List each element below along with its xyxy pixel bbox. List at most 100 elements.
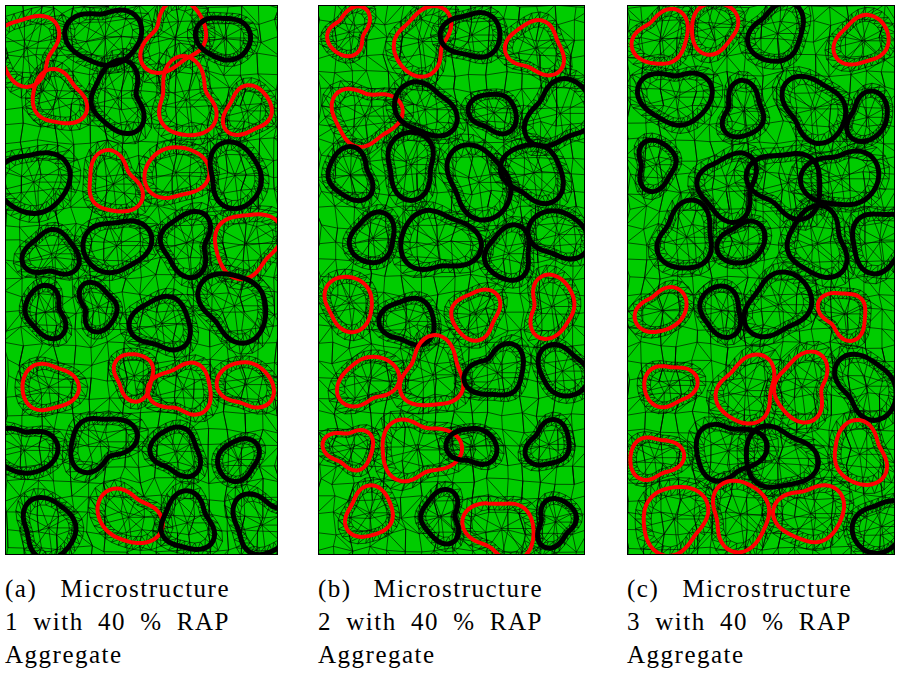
rap-aggregate	[644, 366, 697, 407]
virgin-aggregate	[847, 91, 888, 142]
virgin-aggregate	[210, 142, 261, 209]
rap-aggregate	[383, 420, 462, 482]
virgin-aggregate	[129, 296, 190, 350]
rap-aggregate	[159, 56, 217, 135]
rap-aggregate	[635, 287, 687, 332]
rap-aggregate	[337, 357, 400, 407]
virgin-aggregate	[401, 210, 482, 269]
virgin-aggregate	[349, 212, 394, 263]
virgin-aggregate	[696, 424, 767, 481]
virgin-aggregate	[722, 80, 764, 137]
rap-aggregate	[90, 150, 143, 211]
rap-aggregate	[773, 485, 844, 542]
rap-aggregate	[505, 20, 564, 75]
subfigure-caption: (a) Microstructure 1 with 40 % RAP Aggre…	[5, 572, 230, 671]
rap-aggregate	[713, 481, 769, 553]
virgin-aggregate	[852, 501, 895, 554]
rap-aggregate	[630, 437, 684, 480]
virgin-aggregate	[538, 344, 585, 396]
virgin-aggregate	[484, 225, 529, 281]
virgin-aggregate	[787, 205, 847, 277]
fe-mesh	[627, 5, 895, 555]
virgin-aggregate	[83, 221, 152, 273]
rap-aggregate	[774, 352, 828, 423]
virgin-aggregate	[744, 272, 812, 337]
virgin-aggregate	[468, 94, 516, 134]
panel-border	[628, 6, 895, 555]
virgin-aggregate	[79, 282, 117, 332]
virgin-aggregate	[65, 10, 142, 65]
virgin-aggregate	[25, 285, 66, 339]
virgin-aggregate	[746, 426, 818, 488]
rap-aggregate	[462, 503, 533, 555]
virgin-aggregate	[71, 418, 138, 472]
rap-aggregate	[835, 420, 887, 485]
rap-aggregate	[530, 275, 574, 339]
rap-aggregate	[325, 277, 372, 333]
virgin-aggregate	[500, 145, 563, 204]
virgin-aggregate	[538, 499, 577, 549]
rap-aggregate	[98, 489, 163, 544]
fe-mesh	[318, 5, 585, 555]
virgin-aggregate	[835, 354, 895, 420]
rap-aggregate	[33, 69, 88, 123]
mesh-panel	[627, 5, 895, 555]
rap-aggregate	[451, 290, 500, 341]
virgin-aggregate	[446, 428, 497, 464]
rap-aggregate	[322, 430, 373, 470]
virgin-aggregate	[717, 221, 765, 263]
rap-aggregate	[833, 15, 888, 65]
virgin-aggregate	[657, 200, 712, 268]
subfigure-caption: (b) Microstructure 2 with 40 % RAP Aggre…	[318, 572, 543, 671]
rap-aggregate	[327, 6, 370, 56]
rap-aggregate	[217, 362, 274, 407]
virgin-aggregate	[150, 427, 201, 477]
rap-aggregate	[147, 363, 210, 415]
rap-aggregate	[345, 485, 393, 537]
virgin-aggregate	[524, 78, 585, 146]
virgin-aggregate	[218, 439, 260, 482]
virgin-aggregate	[800, 151, 878, 205]
rap-aggregate	[144, 147, 209, 198]
virgin-aggregate	[525, 419, 569, 465]
virgin-aggregate	[5, 153, 70, 214]
rap-aggregate	[223, 85, 272, 135]
virgin-aggregate	[233, 494, 278, 555]
rap-aggregate	[818, 293, 866, 341]
rap-aggregate	[631, 9, 687, 64]
rap-aggregate	[215, 214, 278, 279]
rap-aggregate	[400, 335, 464, 405]
virgin-aggregate	[853, 214, 895, 274]
virgin-aggregate	[161, 491, 215, 550]
subfigure-caption: (c) Microstructure 3 with 40 % RAP Aggre…	[627, 572, 852, 671]
virgin-aggregate	[388, 132, 433, 200]
virgin-aggregate	[195, 18, 250, 60]
rap-aggregate	[716, 354, 775, 423]
panel-border	[319, 6, 585, 555]
virgin-aggregate	[782, 76, 846, 143]
rap-aggregate	[22, 364, 79, 411]
virgin-aggregate	[23, 497, 76, 555]
virgin-aggregate	[421, 489, 459, 544]
virgin-aggregate	[160, 212, 210, 278]
virgin-aggregate	[22, 229, 79, 274]
virgin-aggregate	[328, 147, 373, 201]
rap-aggregate	[5, 16, 59, 87]
virgin-aggregate	[637, 73, 712, 125]
virgin-aggregate	[639, 140, 676, 191]
virgin-aggregate	[91, 60, 144, 134]
mesh-panel	[318, 5, 585, 555]
virgin-aggregate	[5, 428, 58, 473]
mesh-panel	[5, 5, 278, 555]
virgin-aggregate	[394, 82, 457, 136]
fe-mesh	[5, 5, 278, 555]
panel-border	[6, 6, 278, 555]
rap-aggregate	[644, 487, 709, 555]
rap-aggregate	[692, 5, 738, 55]
virgin-aggregate	[528, 211, 585, 259]
virgin-aggregate	[464, 343, 524, 395]
virgin-aggregate	[700, 286, 741, 337]
virgin-aggregate	[440, 13, 500, 58]
virgin-aggregate	[747, 5, 803, 61]
virgin-aggregate	[447, 145, 511, 220]
